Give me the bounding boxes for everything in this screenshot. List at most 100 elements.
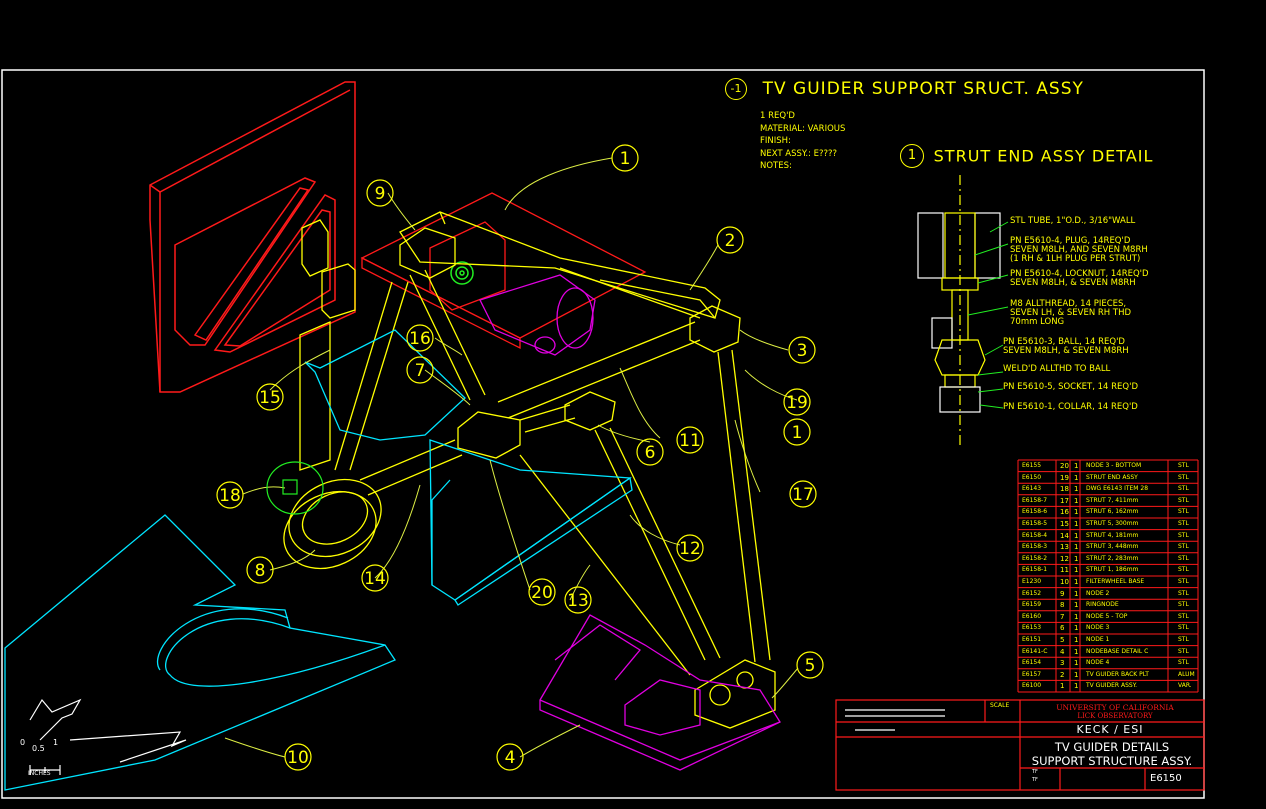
item-balloon-circle [783, 388, 811, 416]
detail-callout: (1 RH & 1LH PLUG PER STRUT) [1010, 254, 1141, 264]
item-balloon-number: 10 [287, 748, 309, 768]
parts-list-cell: 1 [1074, 496, 1079, 505]
parts-list-cell: NODEBASE DETAIL C [1086, 647, 1149, 655]
scale-label: SCALE [990, 702, 1010, 709]
detail-leaders [967, 221, 1009, 409]
parts-list-cell: STL [1178, 624, 1189, 632]
item-balloon-number: 19 [786, 393, 808, 413]
parts-list-cell: 9 [1060, 589, 1065, 598]
detail-callout: PN E5610-5, SOCKET, 14 REQ'D [1003, 382, 1138, 392]
parts-list-cell: 1 [1074, 578, 1079, 586]
back-plate-left [149, 81, 356, 393]
parts-list-cell: NODE 4 [1086, 659, 1110, 667]
parts-list-cell: FILTERWHEEL BASE [1086, 578, 1145, 585]
parts-list-cell: 18 [1060, 485, 1069, 494]
view-orientation-icon [29, 698, 187, 775]
main-title-marker: -1 [725, 78, 747, 100]
parts-list-cell: 1 [1074, 566, 1079, 575]
sheet-border [1, 69, 1205, 799]
parts-list-cell: 1 [1074, 670, 1079, 679]
parts-list-cell: STL [1178, 659, 1189, 667]
parts-list-cell: STL [1178, 543, 1189, 551]
item-balloon-circle [796, 651, 824, 679]
item-balloon-circle [256, 383, 284, 411]
item-balloon-number: 1 [792, 423, 803, 443]
item-balloon-circle [611, 144, 639, 172]
parts-list-cell: E6158-7 [1022, 496, 1048, 504]
item-balloon-circle [789, 480, 817, 508]
item-balloon-circle [636, 438, 664, 466]
parts-list-cell: 10 [1060, 578, 1069, 586]
parts-list-cell: E6141-C [1022, 647, 1048, 655]
parts-list-cell: STL [1178, 473, 1189, 481]
parts-list-cell: STRUT 3, 448mm [1086, 543, 1139, 551]
parts-list-cell: E6100 [1022, 682, 1042, 690]
item-balloon-number: 4 [505, 748, 516, 768]
item-balloon-circle [361, 564, 389, 592]
truss [283, 211, 776, 729]
parts-list-cell: STRUT 2, 283mm [1086, 554, 1139, 562]
item-balloon-circle [496, 743, 524, 771]
parts-list-cell: STRUT END ASSY [1086, 473, 1138, 481]
parts-list-cell: STRUT 5, 300mm [1086, 520, 1139, 527]
parts-list-cell: VAR. [1178, 682, 1192, 690]
parts-list-cell: 1 [1074, 589, 1079, 598]
item-balloon-number: 17 [792, 485, 814, 505]
item-balloon-number: 14 [364, 569, 386, 589]
main-title: TV GUIDER SUPPORT SRUCT. ASSY [762, 79, 1084, 99]
parts-list-cell: 8 [1060, 601, 1065, 610]
main-title-block: -1 TV GUIDER SUPPORT SRUCT. ASSY [725, 78, 1084, 100]
parts-list-cell: 1 [1074, 612, 1079, 621]
item-balloon-circle [716, 226, 744, 254]
parts-list-cell: STL [1178, 612, 1189, 620]
detail-title-block: 1 STRUT END ASSY DETAIL [900, 144, 1153, 168]
note-line: 1 REQ'D [760, 111, 795, 121]
item-balloon-circle [564, 586, 592, 614]
parts-list-cell: STL [1178, 647, 1189, 655]
parts-list-cell: 1 [1074, 647, 1079, 656]
detail-callout: SEVEN LH, & SEVEN RH THD [1010, 308, 1132, 318]
parts-list-cell: 7 [1060, 612, 1065, 621]
parts-list-cell: E6143 [1022, 485, 1042, 493]
parts-list-cell: STL [1178, 601, 1189, 609]
parts-list-cell: E6158-3 [1022, 543, 1048, 551]
parts-list-cell: 1 [1074, 543, 1079, 552]
item-balloon-circle [406, 356, 434, 384]
parts-list-cell: 15 [1060, 520, 1069, 528]
parts-list-cell: STL [1178, 508, 1189, 516]
green-connector [450, 261, 474, 285]
parts-list-cell: 17 [1060, 496, 1069, 505]
drawing-number: E6150 [1150, 773, 1182, 784]
detail-callout: WELD'D ALLTHD TO BALL [1003, 364, 1111, 374]
parts-list-cell: STL [1178, 531, 1189, 539]
parts-list-cell: STL [1178, 589, 1189, 597]
parts-list-cell: 14 [1060, 531, 1069, 540]
parts-list-cell: STL [1178, 462, 1189, 469]
item-balloon-circle [216, 481, 244, 509]
parts-list-cell: TV GUIDER ASSY. [1086, 682, 1138, 690]
small-label-1: TF [1032, 769, 1038, 775]
item-balloon-number: 3 [797, 341, 808, 361]
parts-list-cell: 16 [1060, 508, 1069, 517]
parts-list-cell: 3 [1060, 659, 1065, 668]
parts-list-cell: STRUT 1, 186mm [1086, 566, 1139, 574]
parts-list-cell: NODE 5 - TOP [1086, 612, 1128, 620]
motor [479, 274, 596, 356]
item-balloon-circle [788, 336, 816, 364]
parts-list-cell: STL [1178, 485, 1189, 493]
parts-list-cell: 1 [1074, 485, 1079, 494]
parts-list-cell: 11 [1060, 566, 1069, 575]
note-line: FINISH: [760, 136, 791, 146]
parts-list-cell: 1 [1074, 636, 1079, 644]
